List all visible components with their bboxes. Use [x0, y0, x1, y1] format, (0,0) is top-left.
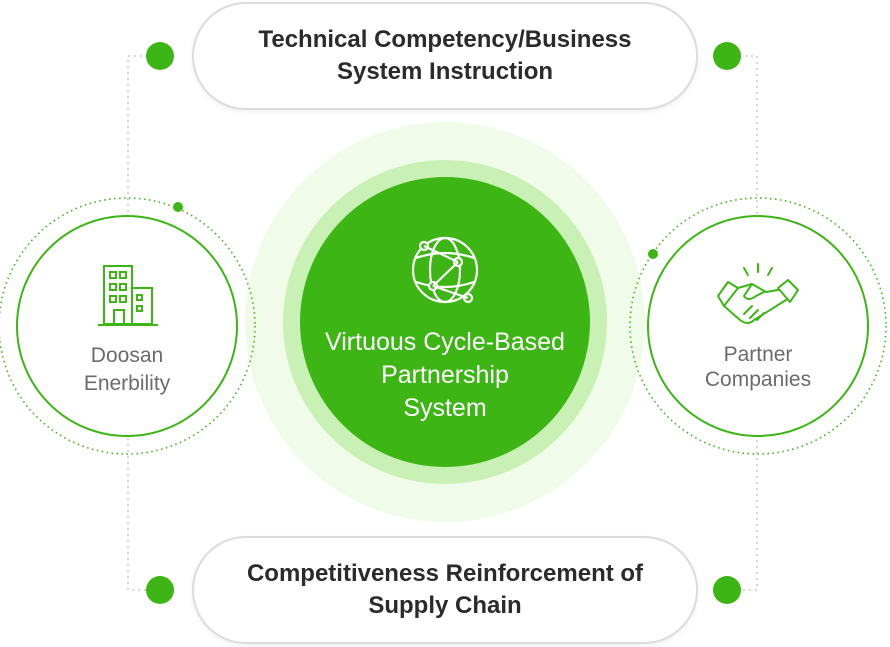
left-node-label: Doosan Enerbility — [47, 342, 207, 398]
right-node-circle — [647, 215, 869, 437]
connector-lines — [127, 55, 758, 591]
globe-network-icon — [411, 236, 479, 304]
left-node-orbit-dot — [173, 202, 183, 212]
top-box-line2: System Instruction — [336, 58, 554, 85]
center-circle — [300, 177, 590, 467]
top-box: Technical Competency/Business System Ins… — [192, 2, 698, 110]
left-node-line1: Doosan — [90, 344, 164, 367]
center-label: Virtuous Cycle-Based Partnership System — [300, 326, 590, 425]
right-node-line2: Companies — [704, 368, 812, 391]
bottom-box-line2: Supply Chain — [368, 592, 522, 619]
right-node-outer-ring — [629, 197, 887, 455]
top-box-line1: Technical Competency/Business — [258, 26, 632, 53]
center-line1: Virtuous Cycle-Based — [325, 328, 565, 356]
building-icon — [98, 265, 158, 326]
right-node-orbit-dot — [648, 249, 658, 259]
bottom-box: Competitiveness Reinforcement of Supply … — [192, 536, 698, 644]
bottom-right-dot — [713, 576, 741, 604]
right-node-label: Partner Companies — [678, 342, 838, 392]
left-node-outer-ring — [0, 197, 256, 455]
connector-left — [127, 55, 160, 591]
top-left-dot — [146, 42, 174, 70]
center-line2: Partnership — [381, 361, 509, 389]
handshake-icon — [717, 263, 799, 324]
top-right-dot — [713, 42, 741, 70]
left-node-line2: Enerbility — [83, 372, 171, 395]
center-line3: System — [403, 394, 487, 422]
bottom-left-dot — [146, 576, 174, 604]
bottom-box-line1: Competitiveness Reinforcement of — [246, 560, 644, 587]
right-node-line1: Partner — [723, 343, 793, 366]
